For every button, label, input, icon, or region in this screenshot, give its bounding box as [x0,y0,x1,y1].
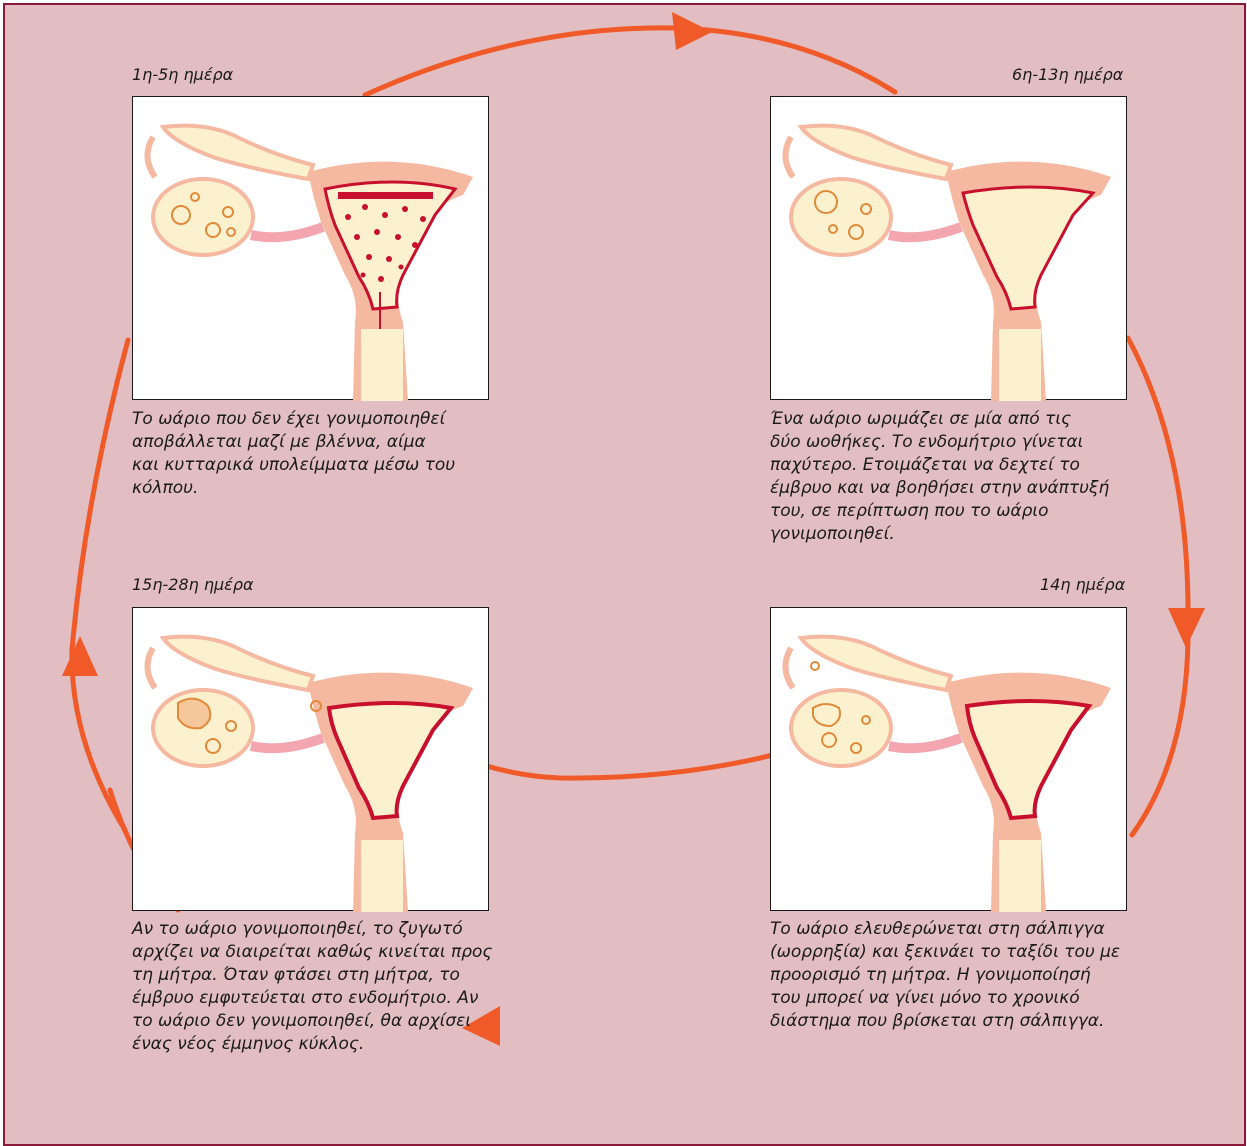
uterus-ovulation-illustration [771,608,1128,912]
description-line: του μπορεί να γίνει μόνο το χρονικό [770,987,1140,1010]
description-line: γονιμοποιηθεί. [770,523,1140,546]
illustration-panel-days-1-5 [132,96,489,400]
description-line: το ωάριο δεν γονιμοποιηθεί, θα αρχίσει [132,1010,502,1033]
stage-label-days-6-13: 6η-13η ημέρα [1012,65,1123,84]
description-line: αρχίζει να διαιρείται καθώς κινείται προ… [132,941,502,964]
stage-label-days-15-28: 15η-28η ημέρα [132,575,254,594]
uterus-menstruation-illustration [133,97,490,401]
description-line: Αν το ωάριο γονιμοποιηθεί, το ζυγωτό [132,918,502,941]
illustration-panel-day-14 [770,607,1127,911]
description-line: έμβρυο και να βοηθήσει στην ανάπτυξή [770,477,1140,500]
description-line: Το ωάριο που δεν έχει γονιμοποιηθεί [132,408,502,431]
ovarian-ligament [251,227,323,237]
description-line: ένας νέος έμμηνος κύκλος. [132,1033,502,1056]
corpus-luteum [178,699,210,729]
ovary [153,179,253,255]
stage-label-day-14: 14η ημέρα [1040,575,1125,594]
illustration-panel-days-6-13 [770,96,1127,400]
description-line: έμβρυο εμφυτεύεται στο ενδομήτριο. Αν [132,987,502,1010]
illustration-panel-days-15-28 [132,607,489,911]
description-line: Το ωάριο ελευθερώνεται στη σάλπιγγα [770,918,1140,941]
uterus-luteal-illustration [133,608,490,912]
description-line: (ωορρηξία) και ξεκινάει το ταξίδι του με [770,941,1140,964]
description-line: Ένα ωάριο ωριμάζει σε μία από τις [770,408,1140,431]
released-ovum [811,662,819,670]
description-line: τη μήτρα. Όταν φτάσει στη μήτρα, το [132,964,502,987]
description-line: προορισμό τη μήτρα. Η γονιμοποίησή [770,964,1140,987]
description-days-6-13: Ένα ωάριο ωριμάζει σε μία από τις δύο ωο… [770,408,1140,546]
description-line: του, σε περίπτωση που το ωάριο [770,500,1140,523]
description-line: δύο ωοθήκες. Το ενδομήτριο γίνεται [770,431,1140,454]
uterus-follicular-illustration [771,97,1128,401]
description-line: και κυτταρικά υπολείμματα μέσω του [132,454,502,477]
description-line: παχύτερο. Ετοιμάζεται να δεχτεί το [770,454,1140,477]
description-line: αποβάλλεται μαζί με βλέννα, αίμα [132,431,502,454]
description-days-15-28: Αν το ωάριο γονιμοποιηθεί, το ζυγωτό αρχ… [132,918,502,1056]
description-day-14: Το ωάριο ελευθερώνεται στη σάλπιγγα (ωορ… [770,918,1140,1033]
description-line: κόλπου. [132,477,502,500]
description-days-1-5: Το ωάριο που δεν έχει γονιμοποιηθεί αποβ… [132,408,502,500]
stage-label-days-1-5: 1η-5η ημέρα [132,65,233,84]
fallopian-tube [147,126,313,179]
description-line: διάστημα που βρίσκεται στη σάλπιγγα. [770,1010,1140,1033]
